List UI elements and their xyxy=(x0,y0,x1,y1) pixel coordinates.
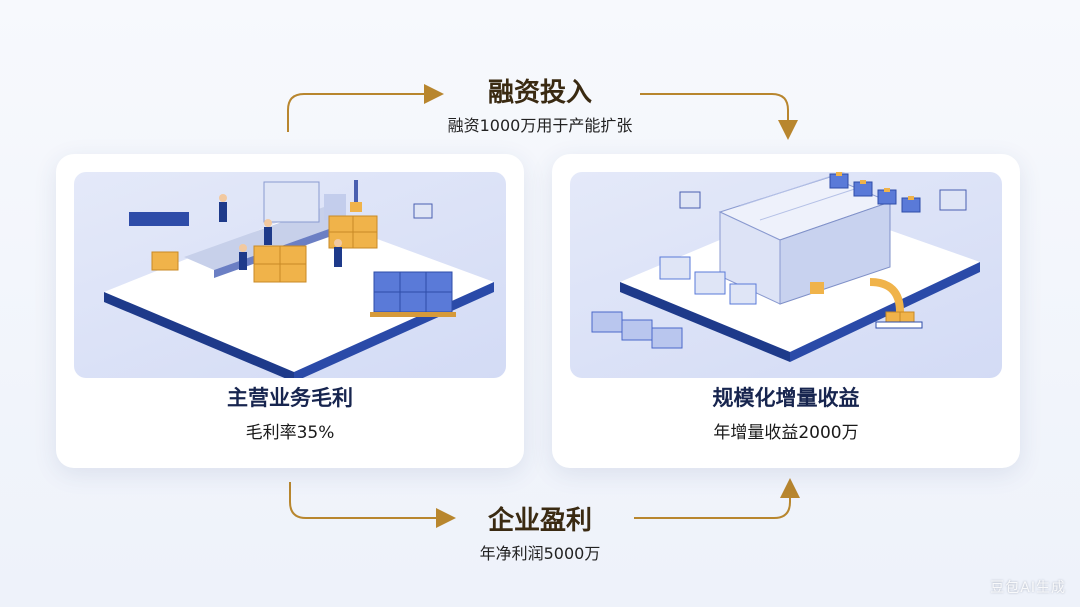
right-card: 规模化增量收益 年增量收益2000万 xyxy=(552,154,1020,468)
arrow-bottom-to-right xyxy=(634,478,800,519)
top-flow-title: 融资投入 xyxy=(487,78,592,108)
bottom-flow-subtitle: 年净利润5000万 xyxy=(479,544,601,563)
bottom-flow-title: 企业盈利 xyxy=(487,506,592,536)
watermark: 豆包AI生成 xyxy=(990,580,1066,596)
left-card-subtitle: 毛利率35% xyxy=(245,423,335,443)
arrow-top-to-right xyxy=(640,93,798,140)
warehouse-illustration xyxy=(570,172,1002,378)
left-card: 主营业务毛利 毛利率35% xyxy=(56,154,524,468)
arrow-left-to-bottom xyxy=(289,482,456,528)
right-card-title: 规模化增量收益 xyxy=(712,386,860,410)
top-flow-subtitle: 融资1000万用于产能扩张 xyxy=(447,116,633,135)
factory-line-illustration xyxy=(74,172,506,378)
left-card-title: 主营业务毛利 xyxy=(227,386,353,410)
arrow-left-to-top xyxy=(287,84,444,132)
right-card-subtitle: 年增量收益2000万 xyxy=(713,423,859,443)
